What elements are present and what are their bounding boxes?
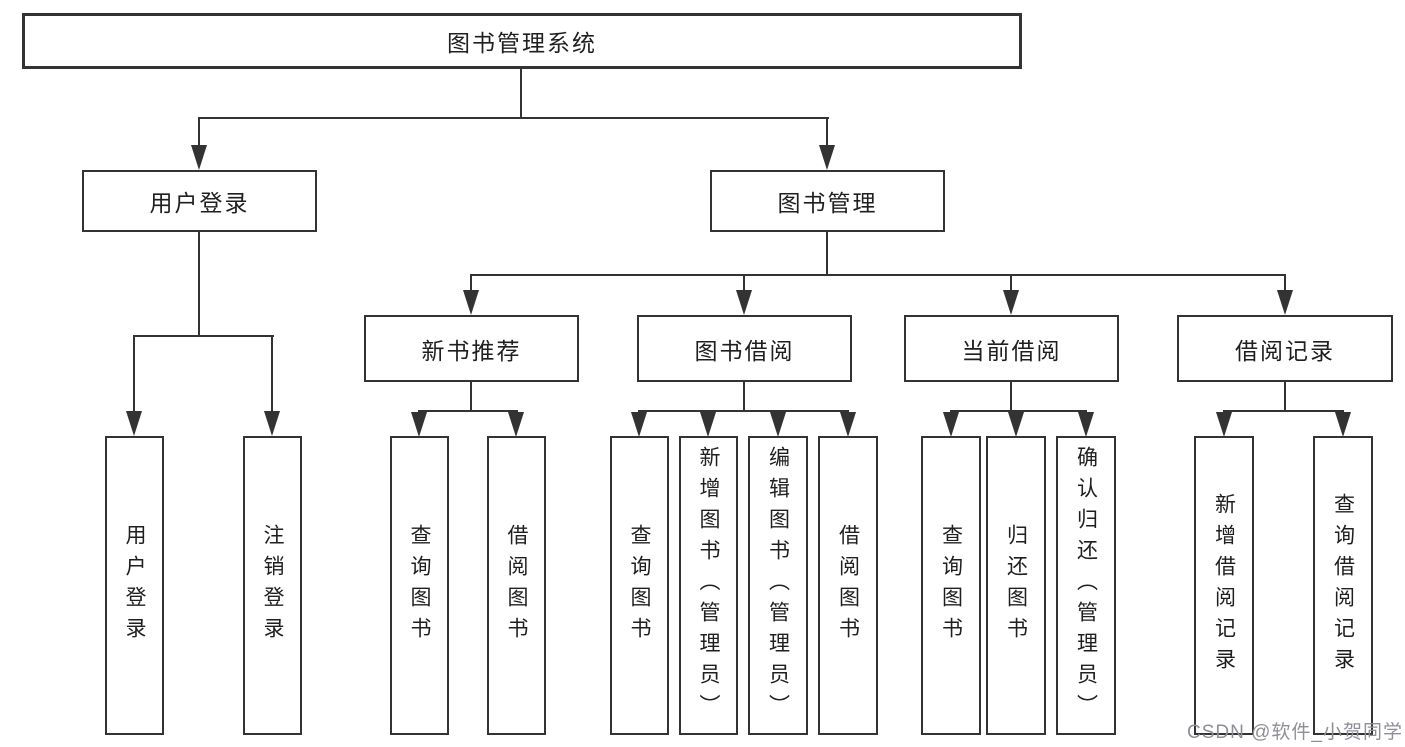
leaf-query-borrow-record: 查询借阅记录	[1313, 436, 1373, 735]
node-book-management: 图书管理	[710, 170, 945, 232]
node-book-borrow-label: 图书借阅	[694, 337, 795, 364]
arrow-down-icon	[840, 412, 856, 437]
connector-level3-hline	[470, 274, 1286, 276]
connector-l3-stem-4	[1284, 274, 1286, 292]
arrow-down-icon	[1003, 290, 1019, 315]
leaf-current-query-book-label: 查询图书	[939, 523, 963, 648]
connector-l3-stem-2	[743, 274, 745, 292]
node-user-login: 用户登录	[82, 170, 317, 232]
connector-recommend-hline	[418, 410, 518, 412]
leaf-confirm-return-admin-label: 确认归还（管理员）	[1074, 446, 1098, 725]
arrow-down-icon	[1335, 412, 1351, 437]
arrow-down-icon	[770, 412, 786, 437]
node-user-login-label: 用户登录	[149, 190, 250, 216]
connector-user-child1-stem	[133, 335, 135, 411]
node-library-system: 图书管理系统	[22, 13, 1022, 69]
arrow-down-icon	[819, 145, 835, 170]
leaf-recommend-borrow-book: 借阅图书	[487, 436, 546, 735]
leaf-borrow-query-book-label: 查询图书	[628, 523, 652, 648]
arrow-down-icon	[1008, 412, 1024, 437]
leaf-return-book: 归还图书	[986, 436, 1046, 735]
leaf-borrow-book: 借阅图书	[818, 436, 878, 735]
arrow-down-icon	[411, 412, 427, 437]
connector-records-down	[1284, 382, 1286, 412]
leaf-query-borrow-record-label: 查询借阅记录	[1331, 492, 1355, 679]
leaf-add-book-admin: 新增图书（管理员）	[679, 436, 738, 735]
leaf-add-borrow-record-label: 新增借阅记录	[1212, 492, 1236, 679]
connector-user-down	[198, 232, 200, 337]
node-borrow-records-label: 借阅记录	[1235, 337, 1335, 364]
leaf-current-query-book: 查询图书	[921, 436, 981, 735]
connector-current-down	[1010, 382, 1012, 412]
connector-user-child2-stem	[271, 335, 273, 411]
arrow-down-icon	[126, 411, 142, 436]
arrow-down-icon	[1277, 290, 1293, 315]
arrow-down-icon	[943, 412, 959, 437]
arrow-down-icon	[700, 412, 716, 437]
leaf-confirm-return-admin: 确认归还（管理员）	[1056, 436, 1116, 735]
node-new-book-recommend-label: 新书推荐	[421, 337, 522, 364]
leaf-recommend-query-book-label: 查询图书	[408, 523, 432, 648]
arrow-down-icon	[264, 411, 280, 436]
connector-records-hline	[1223, 410, 1344, 412]
leaf-logout-label: 注销登录	[261, 523, 285, 648]
connector-user-hline	[133, 335, 274, 337]
connector-bookmgmt-stem	[826, 117, 828, 146]
connector-root-stem	[520, 69, 522, 118]
connector-l3-stem-3	[1010, 274, 1012, 292]
connector-l3-stem-1	[470, 274, 472, 292]
arrow-down-icon	[191, 145, 207, 170]
connector-level2-hline	[198, 117, 829, 119]
arrow-down-icon	[463, 290, 479, 315]
node-book-borrow: 图书借阅	[637, 315, 852, 382]
leaf-borrow-query-book: 查询图书	[610, 436, 669, 735]
leaf-borrow-book-label: 借阅图书	[836, 523, 860, 648]
node-borrow-records: 借阅记录	[1177, 315, 1393, 382]
leaf-user-login: 用户登录	[105, 436, 164, 735]
connector-borrow-hline	[638, 410, 849, 412]
node-library-system-label: 图书管理系统	[447, 30, 597, 56]
node-new-book-recommend: 新书推荐	[364, 315, 579, 382]
leaf-add-borrow-record: 新增借阅记录	[1194, 436, 1254, 735]
arrow-down-icon	[1078, 412, 1094, 437]
leaf-user-login-label: 用户登录	[123, 523, 147, 648]
arrow-down-icon	[631, 412, 647, 437]
leaf-edit-book-admin: 编辑图书（管理员）	[748, 436, 808, 735]
leaf-logout: 注销登录	[243, 436, 302, 735]
connector-user-stem	[198, 117, 200, 146]
connector-recommend-down	[470, 382, 472, 412]
leaf-recommend-borrow-book-label: 借阅图书	[505, 523, 529, 648]
arrow-down-icon	[1216, 412, 1232, 437]
leaf-return-book-label: 归还图书	[1004, 523, 1028, 648]
node-current-borrow-label: 当前借阅	[961, 337, 1062, 364]
connector-borrow-down	[743, 382, 745, 412]
arrow-down-icon	[736, 290, 752, 315]
connector-current-hline	[950, 410, 1087, 412]
csdn-watermark: CSDN @软件_小贺同学	[1187, 722, 1403, 743]
leaf-edit-book-admin-label: 编辑图书（管理员）	[766, 446, 790, 725]
node-book-management-label: 图书管理	[777, 190, 878, 216]
arrow-down-icon	[508, 412, 524, 437]
leaf-recommend-query-book: 查询图书	[390, 436, 449, 735]
connector-bookmgmt-down	[826, 232, 828, 276]
node-current-borrow: 当前借阅	[904, 315, 1119, 382]
leaf-add-book-admin-label: 新增图书（管理员）	[697, 446, 721, 725]
